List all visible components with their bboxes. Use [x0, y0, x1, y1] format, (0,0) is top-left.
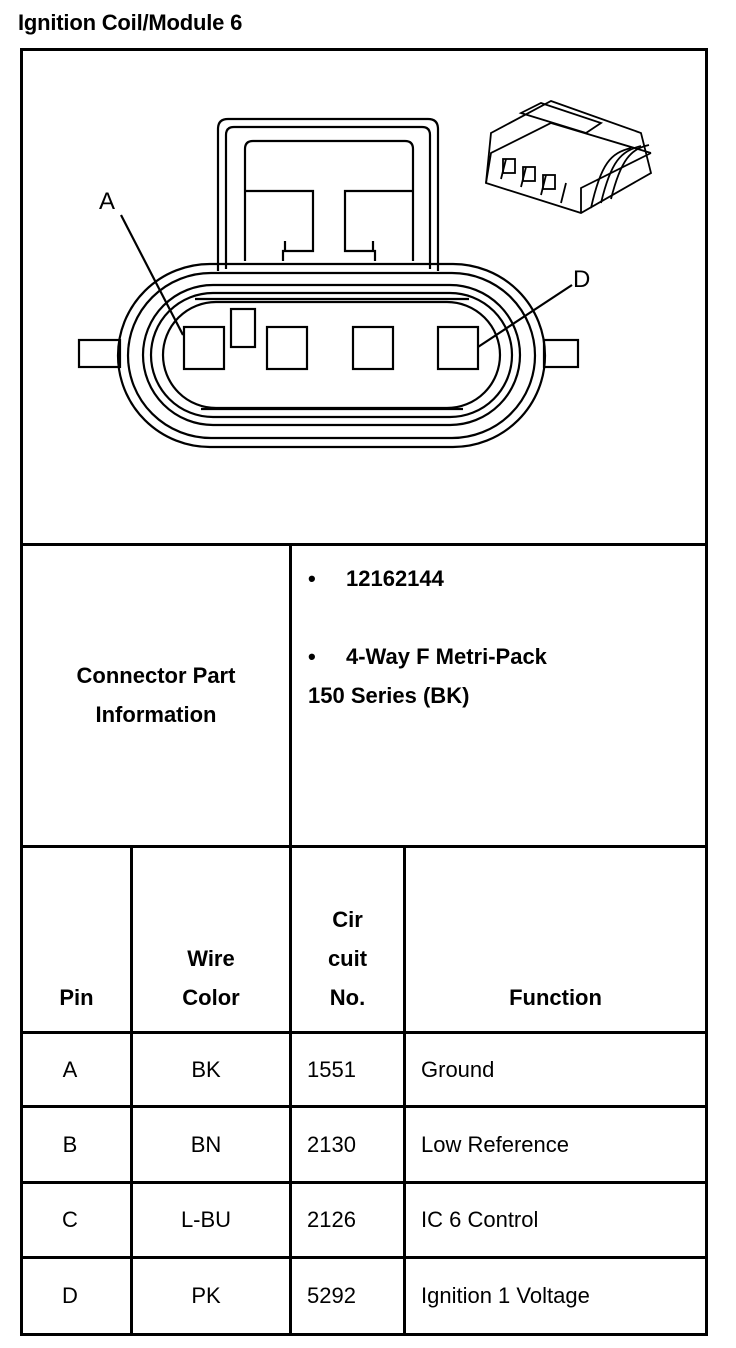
row-c-pin: C: [62, 1207, 78, 1232]
connector-info-label-line2: Information: [95, 702, 217, 727]
part-number: 12162144: [346, 566, 444, 591]
header-wire-color-line2: Color: [182, 985, 240, 1010]
header-circuit-line1: Cir: [332, 907, 363, 932]
row-c-wire-color: L-BU: [180, 1207, 232, 1232]
row-b-pin: B: [62, 1131, 78, 1157]
row-b-function: Low Reference: [421, 1131, 569, 1157]
connector-info-label-line1: Connector Part: [76, 663, 236, 688]
divider-pin-column: [130, 845, 133, 1336]
row-a-function: Ground: [421, 1056, 495, 1082]
row-d-pin: D: [62, 1283, 78, 1308]
document-frame: [20, 48, 708, 1336]
page-title: Ignition Coil/Module 6: [18, 10, 243, 35]
pin-label-d: D: [573, 266, 590, 293]
header-pin: Pin: [59, 985, 94, 1010]
row-a-wire-color: BK: [191, 1056, 221, 1082]
bullet: •: [308, 566, 316, 591]
row-b-circuit: 2130: [307, 1131, 356, 1157]
header-wire-color-line1: Wire: [187, 946, 235, 971]
bullet: •: [308, 644, 316, 669]
row-a-circuit: 1551: [307, 1056, 356, 1082]
divider-row-c: [20, 1256, 708, 1259]
header-circuit-line2: cuit: [327, 946, 368, 971]
divider-header: [20, 1031, 708, 1034]
divider-row-b: [20, 1181, 708, 1184]
connector-type-line2: 150 Series (BK): [308, 683, 470, 708]
connector-type-item: • 4-Way F Metri-Pack: [308, 644, 547, 670]
connector-info-label: Connector Part Information: [23, 656, 289, 734]
row-c-circuit: 2126: [307, 1207, 356, 1232]
divider-info-column: [289, 543, 292, 848]
row-d-wire-color: PK: [191, 1283, 221, 1308]
row-a-pin: A: [62, 1056, 78, 1082]
row-c-function: IC 6 Control: [421, 1207, 539, 1232]
connector-type-line1: 4-Way F Metri-Pack: [346, 644, 547, 669]
header-circuit-line3: No.: [329, 985, 366, 1010]
header-circuit-number: Cir cuit No.: [292, 900, 403, 1017]
divider-diagram: [20, 543, 708, 546]
row-d-circuit: 5292: [307, 1283, 356, 1308]
row-d-function: Ignition 1 Voltage: [421, 1283, 590, 1308]
divider-row-a: [20, 1105, 708, 1108]
header-wire-color: Wire Color: [133, 939, 289, 1017]
connector-diagram: A D: [77, 100, 653, 449]
part-number-item: • 12162144: [308, 566, 444, 592]
header-function: Function: [509, 985, 602, 1010]
divider-circuit-column: [403, 845, 406, 1336]
divider-wire-column: [289, 845, 292, 1336]
pin-label-a: A: [99, 188, 115, 215]
row-b-wire-color: BN: [190, 1131, 222, 1157]
divider-info: [20, 845, 708, 848]
